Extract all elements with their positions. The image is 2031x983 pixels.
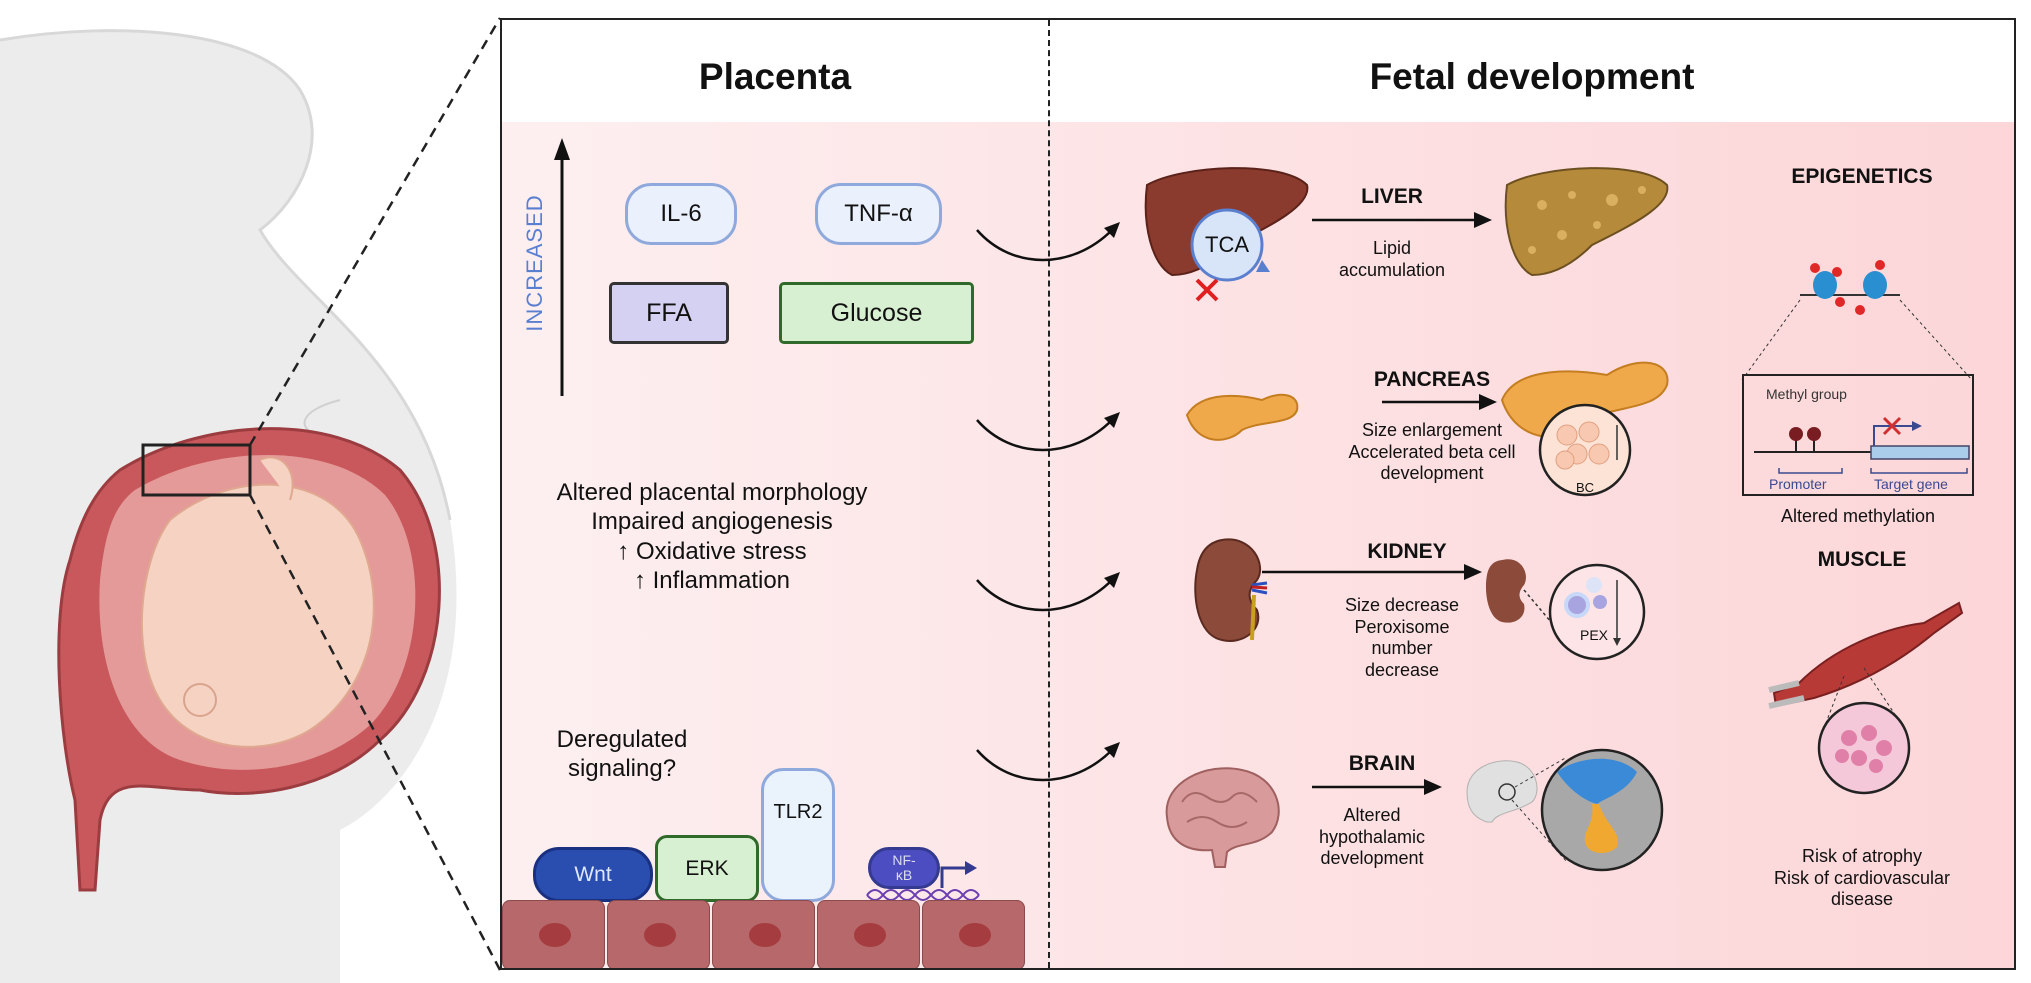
curved-arrow-icon [976, 579, 1113, 612]
desc-line: development [1320, 848, 1424, 869]
placenta-title: Placenta [698, 56, 852, 97]
pregnancy-illustration [0, 17, 502, 983]
increased-arrow-icon [554, 138, 570, 396]
placental-cell [817, 900, 920, 968]
desc-line: Lipid [1372, 238, 1412, 258]
nfkb-line-2: κB [895, 867, 913, 883]
pex-inset-label: PEX [1579, 627, 1608, 643]
desc-line: hypothalamic [1318, 826, 1426, 847]
target-gene-label: Target gene [1874, 476, 1948, 492]
ffa-marker: FFA [609, 282, 729, 344]
pancreas-label: PANCREAS [1373, 368, 1491, 391]
wnt-receptor: Wnt [533, 847, 653, 902]
placental-cell [922, 900, 1025, 968]
desc-line: Peroxisome [1354, 616, 1450, 637]
dna-transcription-icon [866, 861, 980, 901]
liver-label: LIVER [1361, 185, 1423, 208]
pancreas-illustration [1185, 393, 1299, 441]
desc-line: development [1380, 463, 1484, 484]
effect-morphology: Altered placental morphology [556, 479, 868, 506]
gene-promoter-diagram [1754, 416, 1970, 474]
small-kidney-inset [1485, 559, 1646, 661]
placental-cell [607, 900, 710, 968]
erk-protein: ERK [655, 835, 759, 902]
desc-line: number [1371, 638, 1433, 659]
il6-marker: IL-6 [625, 183, 737, 245]
desc-line: disease [1830, 889, 1894, 910]
fetal-development-title: Fetal development [1369, 56, 1695, 97]
desc-line: Size enlargement [1361, 420, 1503, 440]
section-divider [1048, 20, 1050, 968]
zoom-region-box [141, 443, 252, 497]
fetus [140, 483, 375, 748]
placental-effects: Altered placental morphology Impaired an… [502, 478, 922, 595]
organ-arrows [1262, 212, 1497, 795]
placental-cell [712, 900, 815, 968]
epigenetics-label: EPIGENETICS [1791, 165, 1933, 188]
curved-arrow-icon [976, 229, 1113, 262]
methyl-group-label: Methyl group [1766, 386, 1847, 402]
signaling-line-1: Deregulated [556, 726, 688, 753]
methylation-box: Methyl group Promoter Target gene [1742, 374, 1974, 496]
muscle-label: MUSCLE [1817, 548, 1907, 571]
altered-methylation-caption: Altered methylation [1780, 506, 1936, 526]
effect-angiogenesis: Impaired angiogenesis [591, 508, 833, 536]
bc-inset-label: BC [1575, 480, 1595, 495]
desc-line: Size decrease [1344, 595, 1460, 615]
desc-line: accumulation [1338, 259, 1446, 280]
glucose-marker: Glucose [779, 282, 974, 344]
liver-illustration [1144, 167, 1309, 302]
effect-inflammation: ↑ Inflammation [633, 566, 791, 594]
brain-label: BRAIN [1348, 752, 1416, 775]
diagram-frame: Placenta Fetal development INCREASED IL-… [500, 18, 2016, 970]
deregulated-signaling-text: Deregulated signaling? [547, 725, 697, 784]
placental-cell [502, 900, 605, 968]
fatty-liver-illustration [1504, 167, 1669, 277]
desc-line: Risk of cardiovascular [1773, 867, 1951, 888]
desc-line: Altered [1343, 805, 1401, 825]
kidney-illustration [1194, 538, 1268, 642]
nfkb-factor: NF-κB [868, 847, 940, 889]
brain-illustration [1165, 767, 1280, 868]
muscle-illustration [1768, 601, 1964, 795]
desc-line: Risk of atrophy [1801, 846, 1923, 866]
nucleosome-icon [1741, 260, 1973, 381]
tca-label: TCA [1205, 232, 1249, 257]
effect-oxidative-stress: ↑ Oxidative stress [617, 537, 807, 565]
hypothalamus-inset [1466, 748, 1664, 872]
desc-line: decrease [1364, 659, 1440, 680]
desc-line: Accelerated beta cell [1348, 441, 1516, 462]
curved-arrow-icon [976, 749, 1113, 782]
kidney-label: KIDNEY [1367, 540, 1447, 563]
curved-arrows [976, 222, 1120, 782]
promoter-label: Promoter [1769, 476, 1827, 492]
tnfa-marker: TNF-α [815, 183, 942, 245]
enlarged-pancreas-illustration [1500, 361, 1669, 497]
curved-arrow-icon [976, 419, 1113, 452]
nfkb-line-1: NF- [892, 851, 916, 868]
signaling-line-2: signaling? [567, 755, 677, 783]
